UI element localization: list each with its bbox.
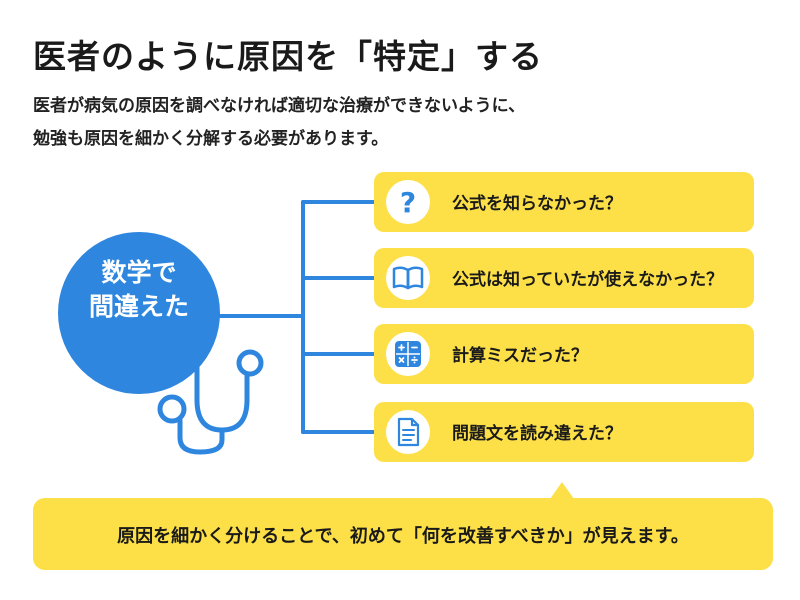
stethoscope-icon	[157, 343, 264, 455]
document-icon	[386, 410, 430, 454]
footer-callout: 原因を細かく分けることで、初めて「何を改善すべきか」が見えます。	[33, 498, 773, 570]
center-label-line-2: 間違えた	[88, 292, 189, 321]
connector-lines	[213, 200, 376, 434]
footer-callout-pointer	[550, 482, 574, 499]
center-circle	[58, 232, 220, 394]
cause-label: 公式は知っていたが使えなかった？	[452, 270, 724, 290]
question-icon: ?	[386, 180, 430, 224]
center-label-line-1: 数学で	[101, 258, 177, 287]
description-line-1: 医者が病気の原因を調べなければ適切な治療ができないように、	[33, 96, 526, 116]
description: 医者が病気の原因を調べなければ適切な治療ができないように、 勉強も原因を細かく分…	[33, 90, 525, 156]
calculator-icon	[386, 332, 430, 376]
cause-label: 公式を知らなかった？	[452, 194, 622, 214]
page-title: 医者のように原因を「特定」する	[33, 37, 543, 76]
cause-card-formula-not-applied: 公式は知っていたが使えなかった？	[374, 248, 754, 308]
svg-text:?: ?	[400, 186, 416, 219]
cause-card-formula-unknown: ? 公式を知らなかった？	[374, 172, 754, 232]
footer-text: 原因を細かく分けることで、初めて「何を改善すべきか」が見えます。	[117, 526, 689, 547]
description-line-2: 勉強も原因を細かく分解する必要があります。	[33, 129, 389, 149]
cause-label: 問題文を読み違えた？	[452, 424, 622, 444]
cause-card-misread-problem: 問題文を読み違えた？	[374, 402, 754, 462]
cause-label: 計算ミスだった？	[452, 346, 588, 366]
cause-card-calculation-mistake: 計算ミスだった？	[374, 324, 754, 384]
book-icon	[386, 256, 430, 300]
center-label: 数学で 間違えた	[58, 256, 220, 376]
